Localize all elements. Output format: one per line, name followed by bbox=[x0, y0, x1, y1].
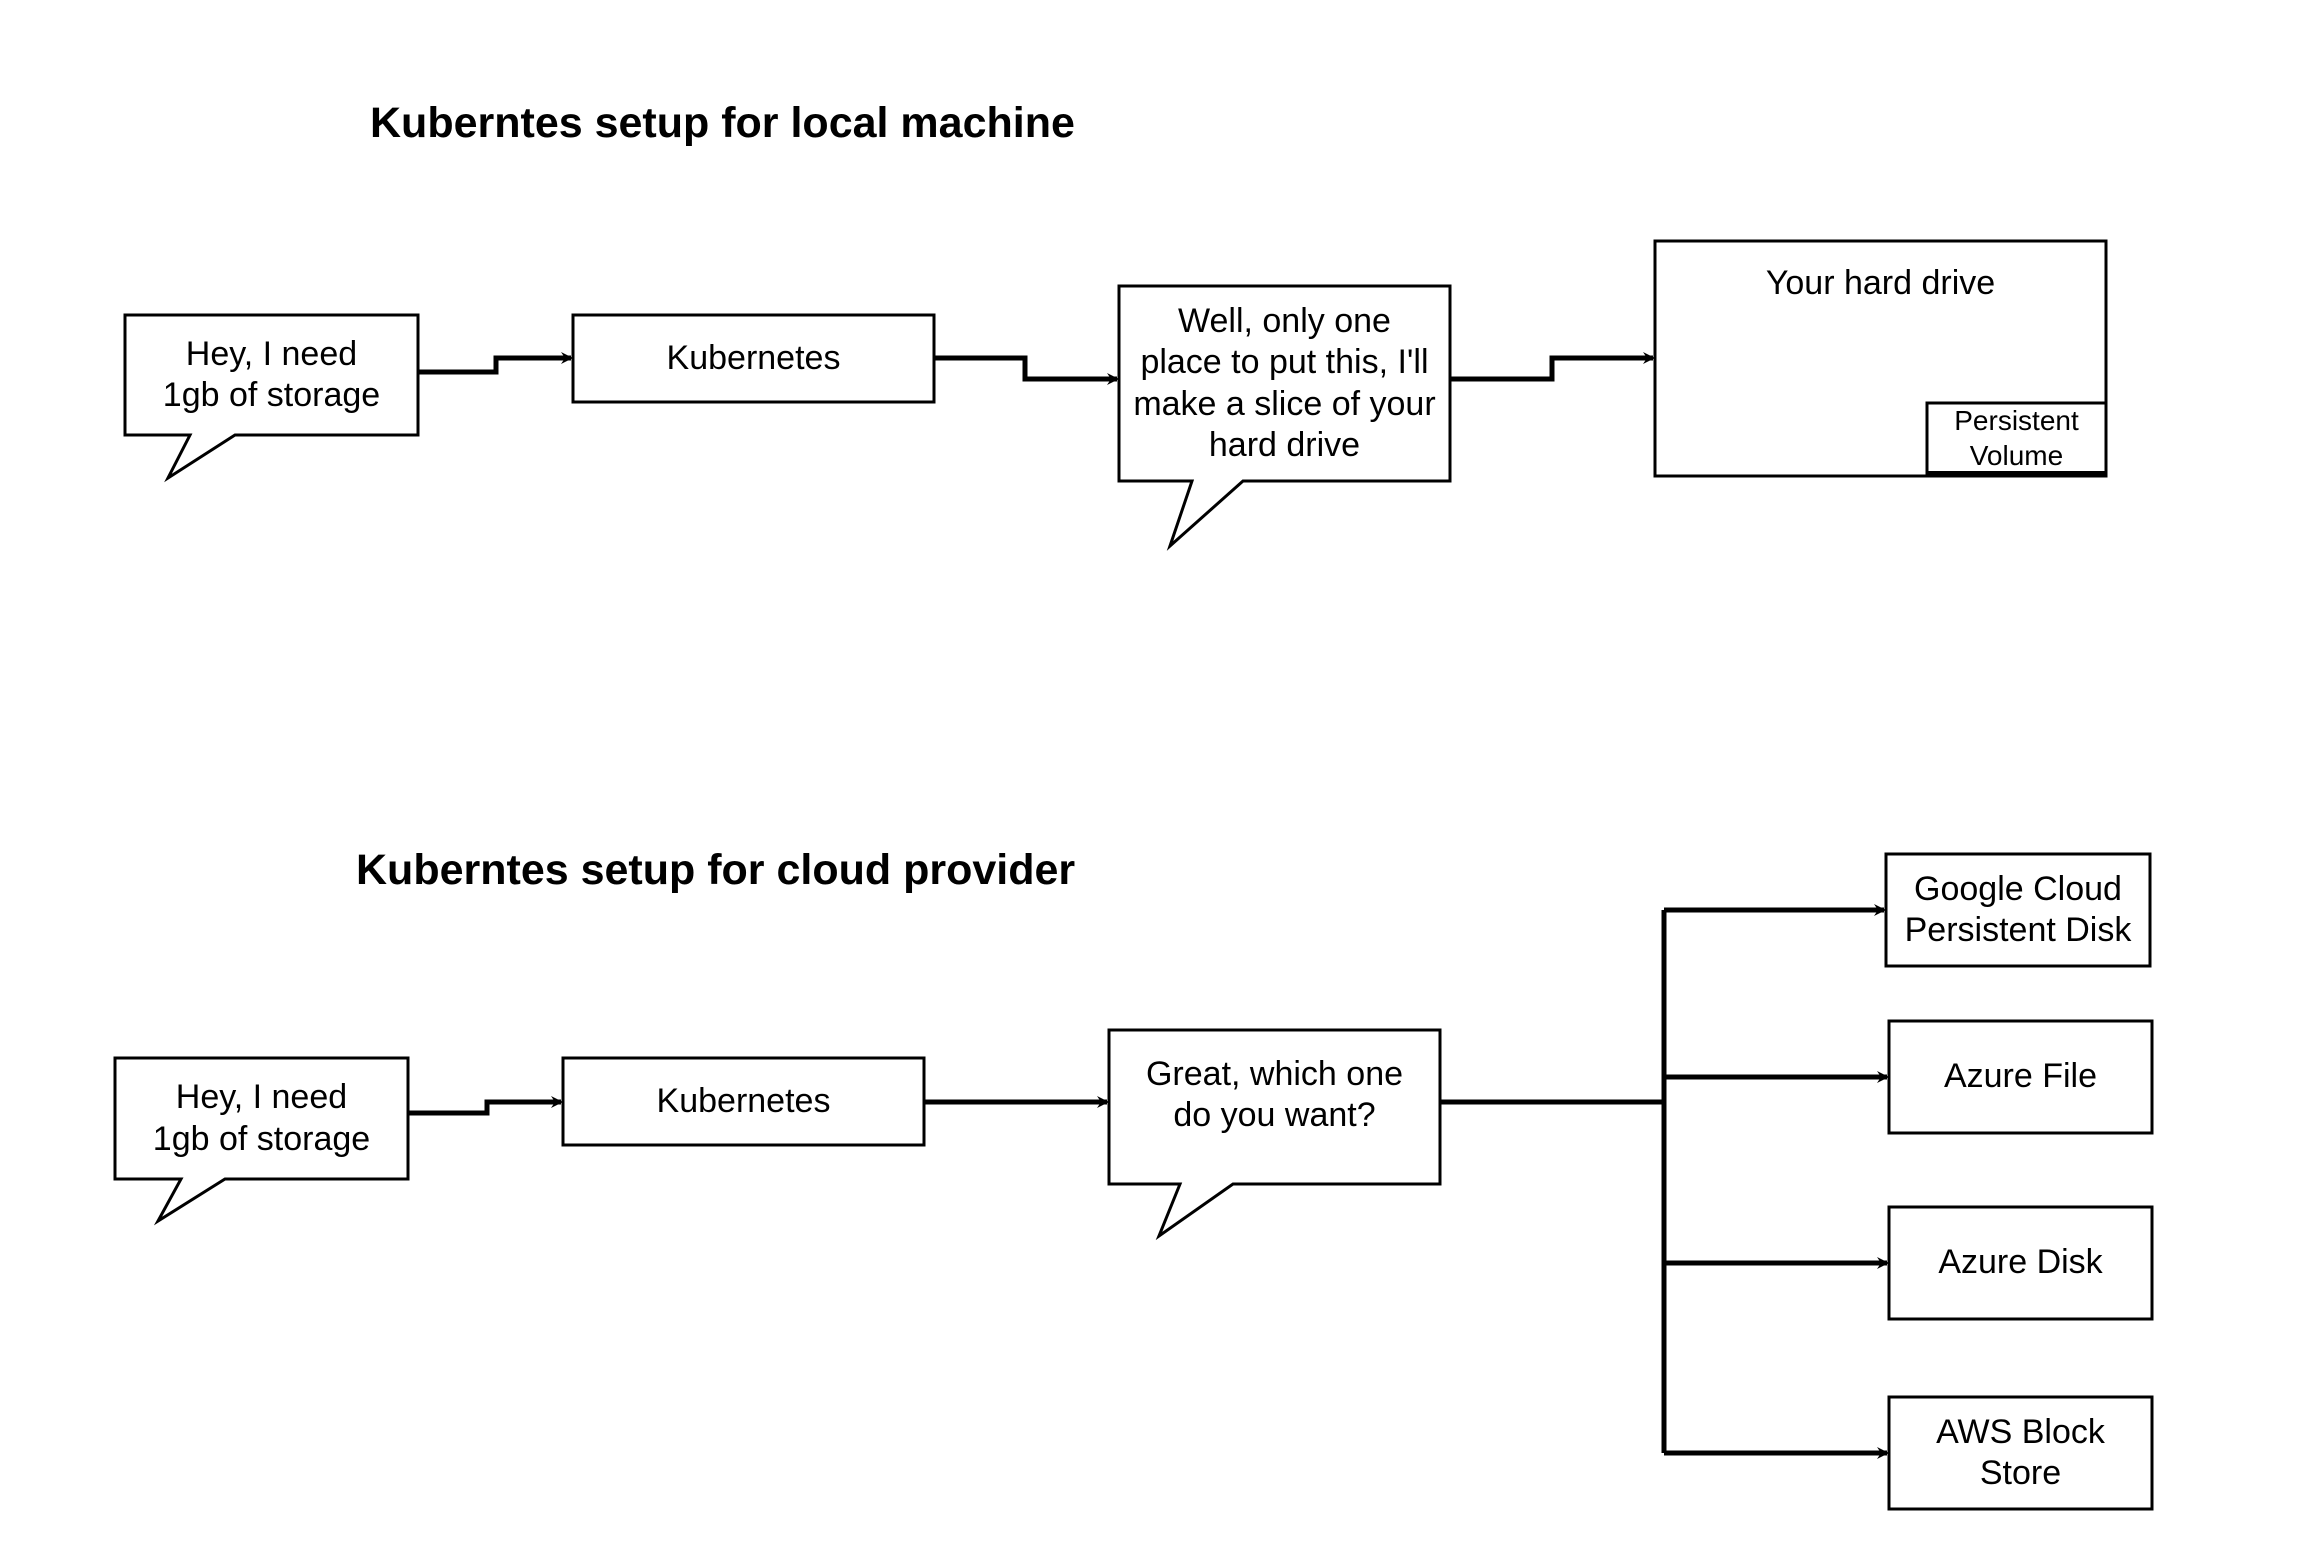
azure-disk-box bbox=[1887, 1205, 2154, 1321]
arrow-local-kubernetes-to-response bbox=[934, 355, 1119, 385]
azure-disk-label: Azure Disk bbox=[1938, 1243, 2103, 1282]
cloud-kubernetes-label: Kubernetes bbox=[656, 1081, 831, 1120]
cloud-request-text: Hey, I need 1gb of storage bbox=[152, 1078, 371, 1158]
local-request-callout bbox=[123, 313, 420, 483]
arrow-local-request-to-kubernetes bbox=[418, 352, 573, 375]
local-request-text: Hey, I need 1gb of storage bbox=[162, 334, 381, 414]
cloud-response-callout bbox=[1107, 1028, 1442, 1241]
cloud-section-title: Kuberntes setup for cloud provider bbox=[356, 845, 1076, 894]
arrow-cloud-request-to-kubernetes bbox=[408, 1096, 563, 1116]
aws-block-store-box bbox=[1887, 1395, 2154, 1511]
persistent-volume-box bbox=[1925, 401, 2108, 478]
cloud-response-text: Great, which one do you want? bbox=[1145, 1054, 1404, 1134]
local-section-title: Kuberntes setup for local machine bbox=[370, 98, 1075, 147]
persistent-volume-label: Persistent Volume bbox=[1954, 405, 2079, 471]
azure-file-box bbox=[1887, 1019, 2154, 1135]
azure-file-label: Azure File bbox=[1943, 1057, 2098, 1096]
hard-drive-label: Your hard drive bbox=[1765, 264, 1996, 303]
aws-block-store-label: AWS Block Store bbox=[1936, 1412, 2105, 1492]
local-kubernetes-box bbox=[571, 313, 936, 404]
cloud-request-callout bbox=[113, 1056, 410, 1226]
google-cloud-disk-label: Google Cloud Persistent Disk bbox=[1904, 869, 2132, 949]
arrow-local-response-to-hard-drive bbox=[1450, 352, 1655, 382]
google-cloud-disk-box bbox=[1884, 852, 2152, 968]
local-response-callout bbox=[1117, 284, 1452, 551]
local-kubernetes-label: Kubernetes bbox=[666, 338, 841, 377]
local-response-text: Well, only one place to put this, I'll m… bbox=[1133, 301, 1436, 464]
